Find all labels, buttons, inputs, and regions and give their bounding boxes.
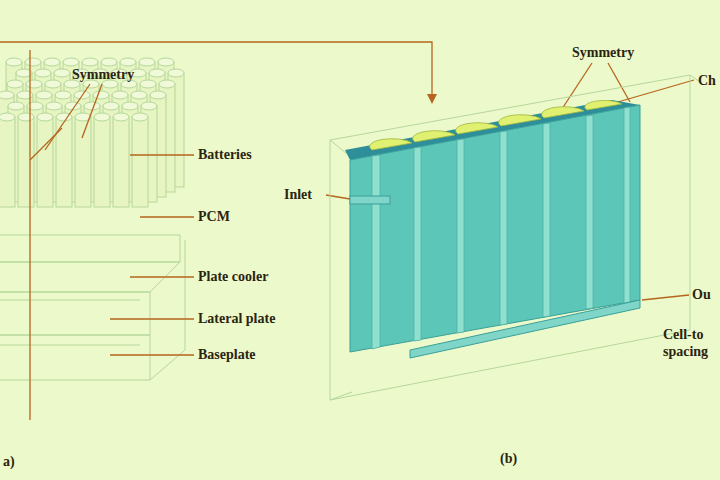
- note-label: Cell-to spacing: [663, 326, 717, 360]
- battery-cell: [113, 117, 129, 207]
- battery-cell: [75, 117, 91, 207]
- cell-top: [55, 91, 71, 99]
- cell-top: [46, 102, 62, 110]
- symmetry-label: Symmetry: [72, 66, 134, 83]
- cell-top: [82, 58, 98, 66]
- cell-top: [7, 80, 23, 88]
- cell-top: [25, 58, 41, 66]
- cell-top: [36, 91, 52, 99]
- part-label: Inlet: [284, 186, 312, 203]
- battery-cell: [132, 117, 148, 207]
- part-label: Baseplate: [198, 346, 256, 363]
- cell-top: [63, 58, 79, 66]
- battery-cell: [0, 117, 15, 207]
- cell-top: [93, 91, 109, 99]
- symmetry-label: Symmetry: [572, 44, 634, 61]
- cell-top: [54, 69, 70, 77]
- cell-top: [122, 102, 138, 110]
- cell-top: [141, 102, 157, 110]
- cell-top: [159, 80, 175, 88]
- cell-top: [140, 80, 156, 88]
- battery-cell: [18, 117, 34, 207]
- cell-top: [8, 102, 24, 110]
- cell-top: [6, 58, 22, 66]
- battery-module: [0, 58, 184, 207]
- cell-top: [18, 113, 34, 121]
- leader-lines: [0, 42, 694, 420]
- cell-top: [168, 69, 184, 77]
- part-label: Lateral plate: [198, 310, 275, 327]
- cell-top: [45, 80, 61, 88]
- part-label: Batteries: [198, 146, 252, 163]
- cell-top: [131, 91, 147, 99]
- part-label: Plate cooler: [198, 268, 268, 285]
- part-label: PCM: [198, 208, 230, 225]
- cell-top: [84, 102, 100, 110]
- cooler-housing: [330, 75, 700, 400]
- part-label: Ou: [692, 286, 711, 303]
- cell-top: [113, 113, 129, 121]
- module-layers: [0, 235, 185, 380]
- part-label: Ch: [698, 72, 716, 89]
- cell-top: [44, 58, 60, 66]
- cell-top: [0, 91, 14, 99]
- cell-top: [149, 69, 165, 77]
- cell-top: [0, 113, 15, 121]
- battery-cell: [37, 117, 53, 207]
- cell-top: [120, 58, 136, 66]
- battery-cell: [94, 117, 110, 207]
- cell-top: [94, 113, 110, 121]
- cell-top: [35, 69, 51, 77]
- cell-top: [37, 113, 53, 121]
- cell-top: [26, 80, 42, 88]
- plate-cooler: [345, 100, 640, 358]
- cell-top: [132, 113, 148, 121]
- cell-top: [103, 102, 119, 110]
- cell-top: [112, 91, 128, 99]
- cell-top: [158, 58, 174, 66]
- cell-top: [139, 58, 155, 66]
- cell-top: [150, 91, 166, 99]
- arrow-head: [427, 94, 437, 104]
- panel-label: a): [3, 453, 15, 470]
- cell-top: [101, 58, 117, 66]
- panel-label: (b): [500, 450, 517, 467]
